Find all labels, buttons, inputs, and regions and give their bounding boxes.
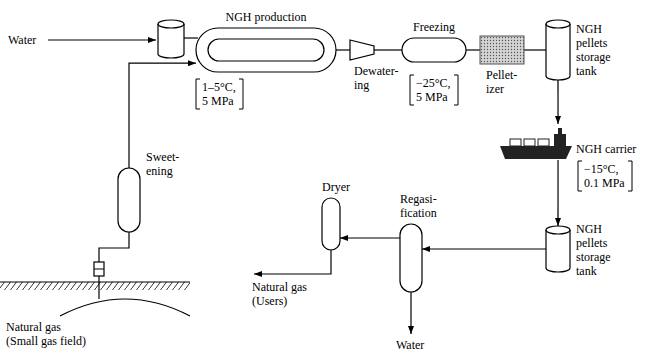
bracket (410, 75, 458, 105)
dewatering-outline (350, 40, 374, 60)
vessel-outline (118, 168, 140, 232)
flow-line (557, 80, 558, 124)
outlet-label: Water (396, 338, 424, 352)
shape-outline (480, 36, 524, 64)
process-condition: −15°C, 0.1 MPa (584, 162, 626, 190)
ship-funnel (558, 128, 562, 135)
source-label: Natural gas (Small gas field) (6, 320, 87, 348)
tank-top (546, 20, 570, 28)
shape-outline (196, 28, 336, 72)
regasifier: Regasi- fication (400, 224, 422, 292)
pelletizer-block (480, 36, 524, 64)
product-gas-arrow (254, 250, 331, 274)
storage-tank: NGH pellets storage tank (546, 226, 570, 272)
sweetening-vessel: Sweet- ening (118, 168, 140, 232)
inner-tube (208, 39, 324, 61)
equipment-label: Dewater- ing (354, 64, 378, 92)
equipment-label: Freezing (402, 20, 466, 34)
dewatering-unit: Dewater- ing (350, 40, 374, 60)
bracket (578, 161, 632, 191)
equipment-label: NGH carrier (576, 142, 648, 156)
inlet-label: Water (8, 33, 36, 47)
equipment-label: NGH pellets storage tank (576, 22, 600, 78)
water-inlet-arrow (48, 39, 156, 40)
equipment-label: Sweet- ening (146, 150, 168, 178)
flow-line (466, 49, 480, 50)
vessel-outline (402, 38, 466, 62)
flow-line (336, 49, 350, 50)
cargo-hold (510, 139, 521, 146)
shape-outline (118, 168, 140, 232)
equipment-label: Dryer (322, 180, 340, 194)
flow-line (422, 248, 546, 249)
water-tank (158, 20, 184, 58)
freezer: Freezing (402, 38, 466, 62)
shape-outline (350, 40, 374, 60)
gas-pipe (99, 232, 129, 262)
shape-outline (400, 224, 422, 292)
dryer-vessel: Dryer (322, 198, 340, 250)
cargo-hold (538, 139, 549, 146)
shape-outline (500, 124, 572, 160)
process-condition: 1–5°C, 5 MPa (202, 80, 237, 108)
vessel-outline (400, 224, 422, 292)
flow-line (340, 237, 400, 238)
shape-outline (402, 38, 466, 62)
shape-outline (322, 198, 340, 250)
tank-top (546, 226, 570, 234)
condition-brackets (196, 75, 632, 191)
gas-reservoir-dome (60, 299, 190, 316)
equipment-label: Pellet- izer (486, 68, 530, 96)
ground-line (0, 281, 190, 282)
equipment-label: Regasi- fication (400, 192, 422, 220)
ship-hull (500, 146, 572, 159)
hydrate-carrier: NGH carrier (500, 124, 572, 160)
pelletizer: Pellet- izer (480, 36, 524, 64)
flow-line (557, 160, 558, 226)
hydrate-reactor: NGH production (196, 28, 336, 72)
shape-outline (546, 20, 570, 80)
equipment-label: NGH pellets storage tank (576, 222, 600, 278)
ship-bridge (554, 134, 566, 146)
wellhead (94, 262, 104, 276)
vessel-outline (196, 28, 336, 72)
tank-body (546, 230, 570, 272)
flow-line (524, 49, 546, 50)
equipment-label: NGH production (196, 10, 336, 24)
tank-body (546, 24, 570, 80)
shape-outline (546, 226, 570, 272)
cargo-hold (524, 139, 535, 146)
vessel-outline (322, 198, 340, 250)
bracket (196, 79, 243, 109)
process-condition: −25°C, 5 MPa (416, 76, 452, 104)
ground-hatching (0, 282, 190, 290)
water-feed-line (184, 37, 198, 38)
outlet-label: Natural gas (Users) (252, 280, 318, 308)
flow-line (374, 49, 402, 50)
water-outlet-arrow (410, 292, 411, 334)
storage-tank: NGH pellets storage tank (546, 20, 570, 80)
